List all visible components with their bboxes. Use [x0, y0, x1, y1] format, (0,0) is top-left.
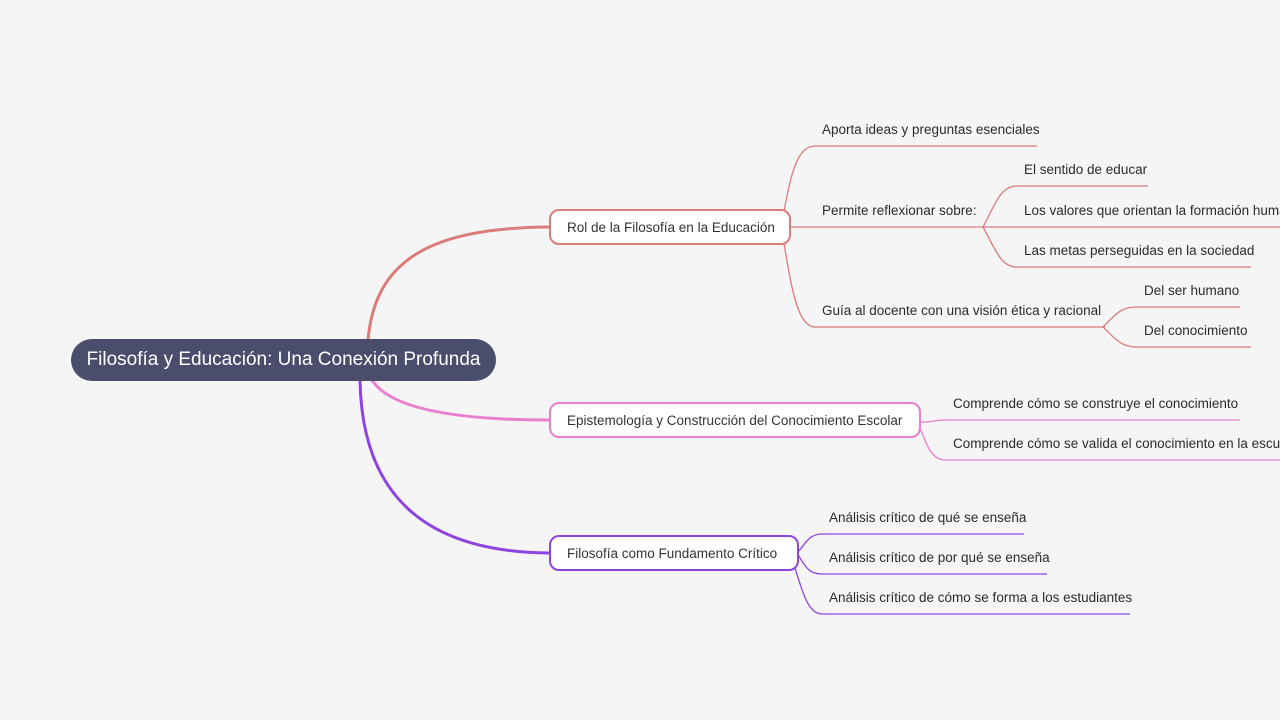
branch-fundamento-critico[interactable]: Filosofía como Fundamento Crítico [549, 535, 799, 571]
topic-del-conocimiento[interactable]: Del conocimiento [1144, 323, 1248, 338]
connector-b3-c2 [796, 552, 1047, 575]
topic-valores-formacion[interactable]: Los valores que orientan la formación hu… [1024, 203, 1280, 218]
connector-b1-c3-g2 [1102, 326, 1251, 348]
connector-b2-c1 [916, 419, 1240, 423]
branch-rol-filosofia[interactable]: Rol de la Filosofía en la Educación [549, 209, 791, 245]
topic-construye-conocimiento[interactable]: Comprende cómo se construye el conocimie… [953, 396, 1239, 411]
topic-como-se-forma[interactable]: Análisis crítico de cómo se forma a los … [829, 590, 1133, 605]
connector-root-branch-3 [358, 379, 550, 555]
connector-root-branch-2 [370, 379, 550, 422]
topic-guia-docente[interactable]: Guía al docente con una visión ética y r… [822, 303, 1102, 318]
topic-que-se-ensena[interactable]: Análisis crítico de qué se enseña [829, 510, 1027, 525]
connector-b1-c2-g1 [982, 185, 1148, 228]
topic-sentido-educar[interactable]: El sentido de educar [1024, 162, 1148, 177]
connector-b1-c2-g3 [982, 226, 1251, 268]
connector-b1-c3-g1 [1102, 306, 1240, 328]
root-topic[interactable]: Filosofía y Educación: Una Conexión Prof… [71, 339, 496, 381]
topic-aporta-ideas[interactable]: Aporta ideas y preguntas esenciales [822, 122, 1040, 137]
topic-metas-sociedad[interactable]: Las metas perseguidas en la sociedad [1024, 243, 1255, 258]
topic-ser-humano[interactable]: Del ser humano [1144, 283, 1240, 298]
branch-epistemologia[interactable]: Epistemología y Construcción del Conocim… [549, 402, 921, 438]
topic-permite-reflexionar[interactable]: Permite reflexionar sobre: [822, 203, 977, 218]
connector-root-branch-1 [366, 225, 550, 341]
topic-por-que-se-ensena[interactable]: Análisis crítico de por qué se enseña [829, 550, 1050, 565]
connector-b3-c1 [796, 533, 1024, 554]
connector-b1-c3 [780, 226, 1105, 328]
topic-valida-conocimiento[interactable]: Comprende cómo se valida el conocimiento… [953, 436, 1280, 451]
